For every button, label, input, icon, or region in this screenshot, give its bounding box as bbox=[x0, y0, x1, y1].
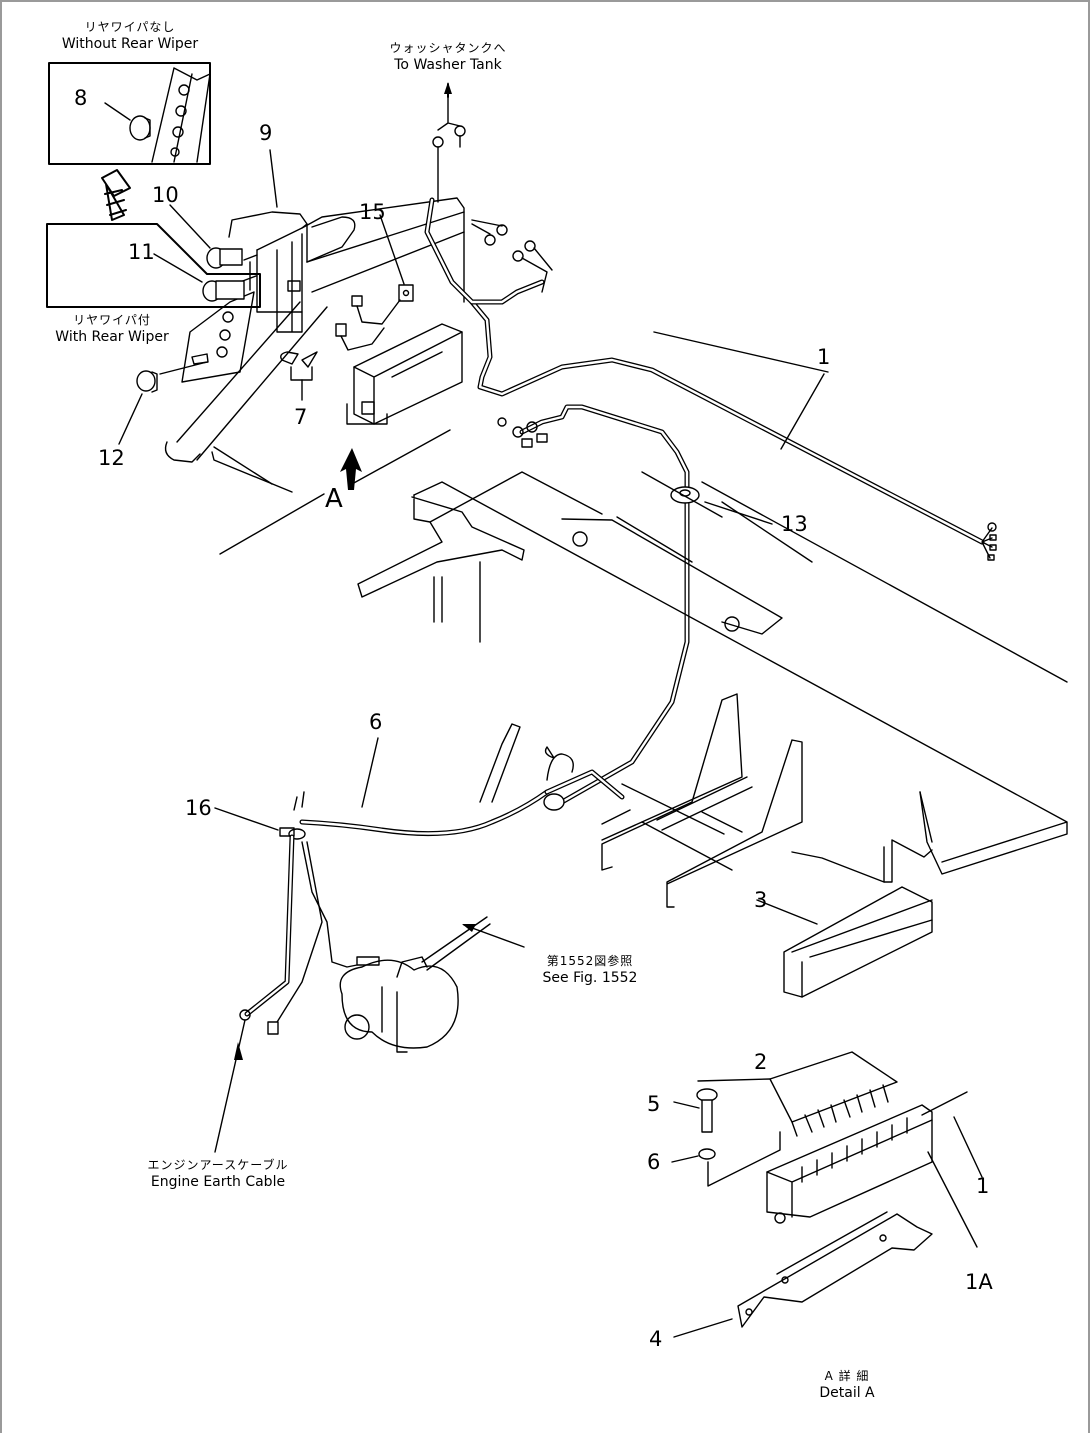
caption-engine-earth-cable: エンジンアースケーブル Engine Earth Cable bbox=[128, 1157, 308, 1191]
callout-14: 13 bbox=[781, 512, 808, 536]
callout-3: 3 bbox=[754, 888, 768, 912]
callout-7: 6 bbox=[369, 710, 383, 734]
starter-motor-icon bbox=[339, 916, 525, 1053]
caption-with-rear-wiper: リヤワイパ付 With Rear Wiper bbox=[42, 312, 182, 346]
switch-10-icon bbox=[169, 204, 243, 269]
callout-15: 15 bbox=[359, 200, 386, 224]
callout-1: 1 bbox=[817, 345, 831, 369]
clip-15-icon bbox=[379, 214, 414, 302]
leader-1 bbox=[780, 373, 825, 450]
caption-jp: A 詳 細 bbox=[824, 1369, 870, 1383]
view-label-a: A bbox=[325, 484, 343, 514]
floor-plate bbox=[357, 471, 1068, 883]
detail-a-fuse-box bbox=[671, 1051, 983, 1338]
callout-5: 5 bbox=[647, 1092, 661, 1116]
caption-en: See Fig. 1552 bbox=[542, 970, 638, 986]
leader-8 bbox=[269, 149, 278, 208]
harness-1 bbox=[424, 82, 997, 805]
caption-en: To Washer Tank bbox=[394, 57, 502, 73]
caption-without-rear-wiper: リヤワイパなし Without Rear Wiper bbox=[46, 19, 214, 53]
caption-see-fig-1552: 第1552図参照 See Fig. 1552 bbox=[530, 953, 650, 987]
caption-to-washer-tank: ウォッシャタンクへ To Washer Tank bbox=[372, 40, 524, 74]
callout-13: 12 bbox=[98, 446, 125, 470]
clip-9-icon bbox=[280, 351, 318, 401]
connectors-cab bbox=[335, 295, 401, 351]
plug-13-icon bbox=[118, 361, 208, 445]
switch-panel-assembly bbox=[164, 197, 465, 493]
caption-jp: 第1552図参照 bbox=[546, 954, 634, 968]
caption-en: Detail A bbox=[819, 1385, 875, 1401]
inset-without-rear-wiper bbox=[48, 62, 211, 165]
controller-box bbox=[346, 323, 463, 425]
caption-jp: リヤワイパ付 bbox=[73, 313, 151, 327]
caption-en: Engine Earth Cable bbox=[150, 1174, 286, 1190]
callout-2: 2 bbox=[754, 1050, 768, 1074]
callout-1-detail: 1 bbox=[976, 1174, 990, 1198]
caption-en: With Rear Wiper bbox=[55, 329, 169, 345]
callout-12: 8 bbox=[74, 86, 88, 110]
caption-jp: エンジンアースケーブル bbox=[147, 1158, 289, 1172]
callout-1a: 1A bbox=[965, 1270, 993, 1294]
callout-11: 11 bbox=[128, 240, 155, 264]
cover-3-icon bbox=[756, 886, 933, 998]
caption-jp: ウォッシャタンクへ bbox=[389, 41, 507, 55]
caption-en: Without Rear Wiper bbox=[61, 36, 199, 52]
frame-supports bbox=[479, 693, 803, 908]
clamp-16-icon bbox=[214, 791, 306, 840]
caption-detail-a: A 詳 細 Detail A bbox=[802, 1368, 892, 1402]
callout-16: 16 bbox=[185, 796, 212, 820]
callout-10: 10 bbox=[152, 183, 179, 207]
view-arrow-a-icon bbox=[213, 429, 451, 555]
harness-7 bbox=[299, 737, 625, 837]
inset-with-rear-wiper bbox=[46, 223, 261, 308]
alternate-arrow-icon bbox=[101, 169, 131, 221]
callout-8: 9 bbox=[259, 121, 273, 145]
callout-4: 4 bbox=[649, 1327, 663, 1351]
callout-6: 6 bbox=[647, 1150, 661, 1174]
switch-11-icon bbox=[153, 253, 245, 302]
engine-earth-cable bbox=[214, 834, 380, 1153]
plug-12-icon bbox=[104, 102, 151, 141]
caption-jp: リヤワイパなし bbox=[84, 20, 176, 34]
callout-9: 7 bbox=[294, 405, 308, 429]
